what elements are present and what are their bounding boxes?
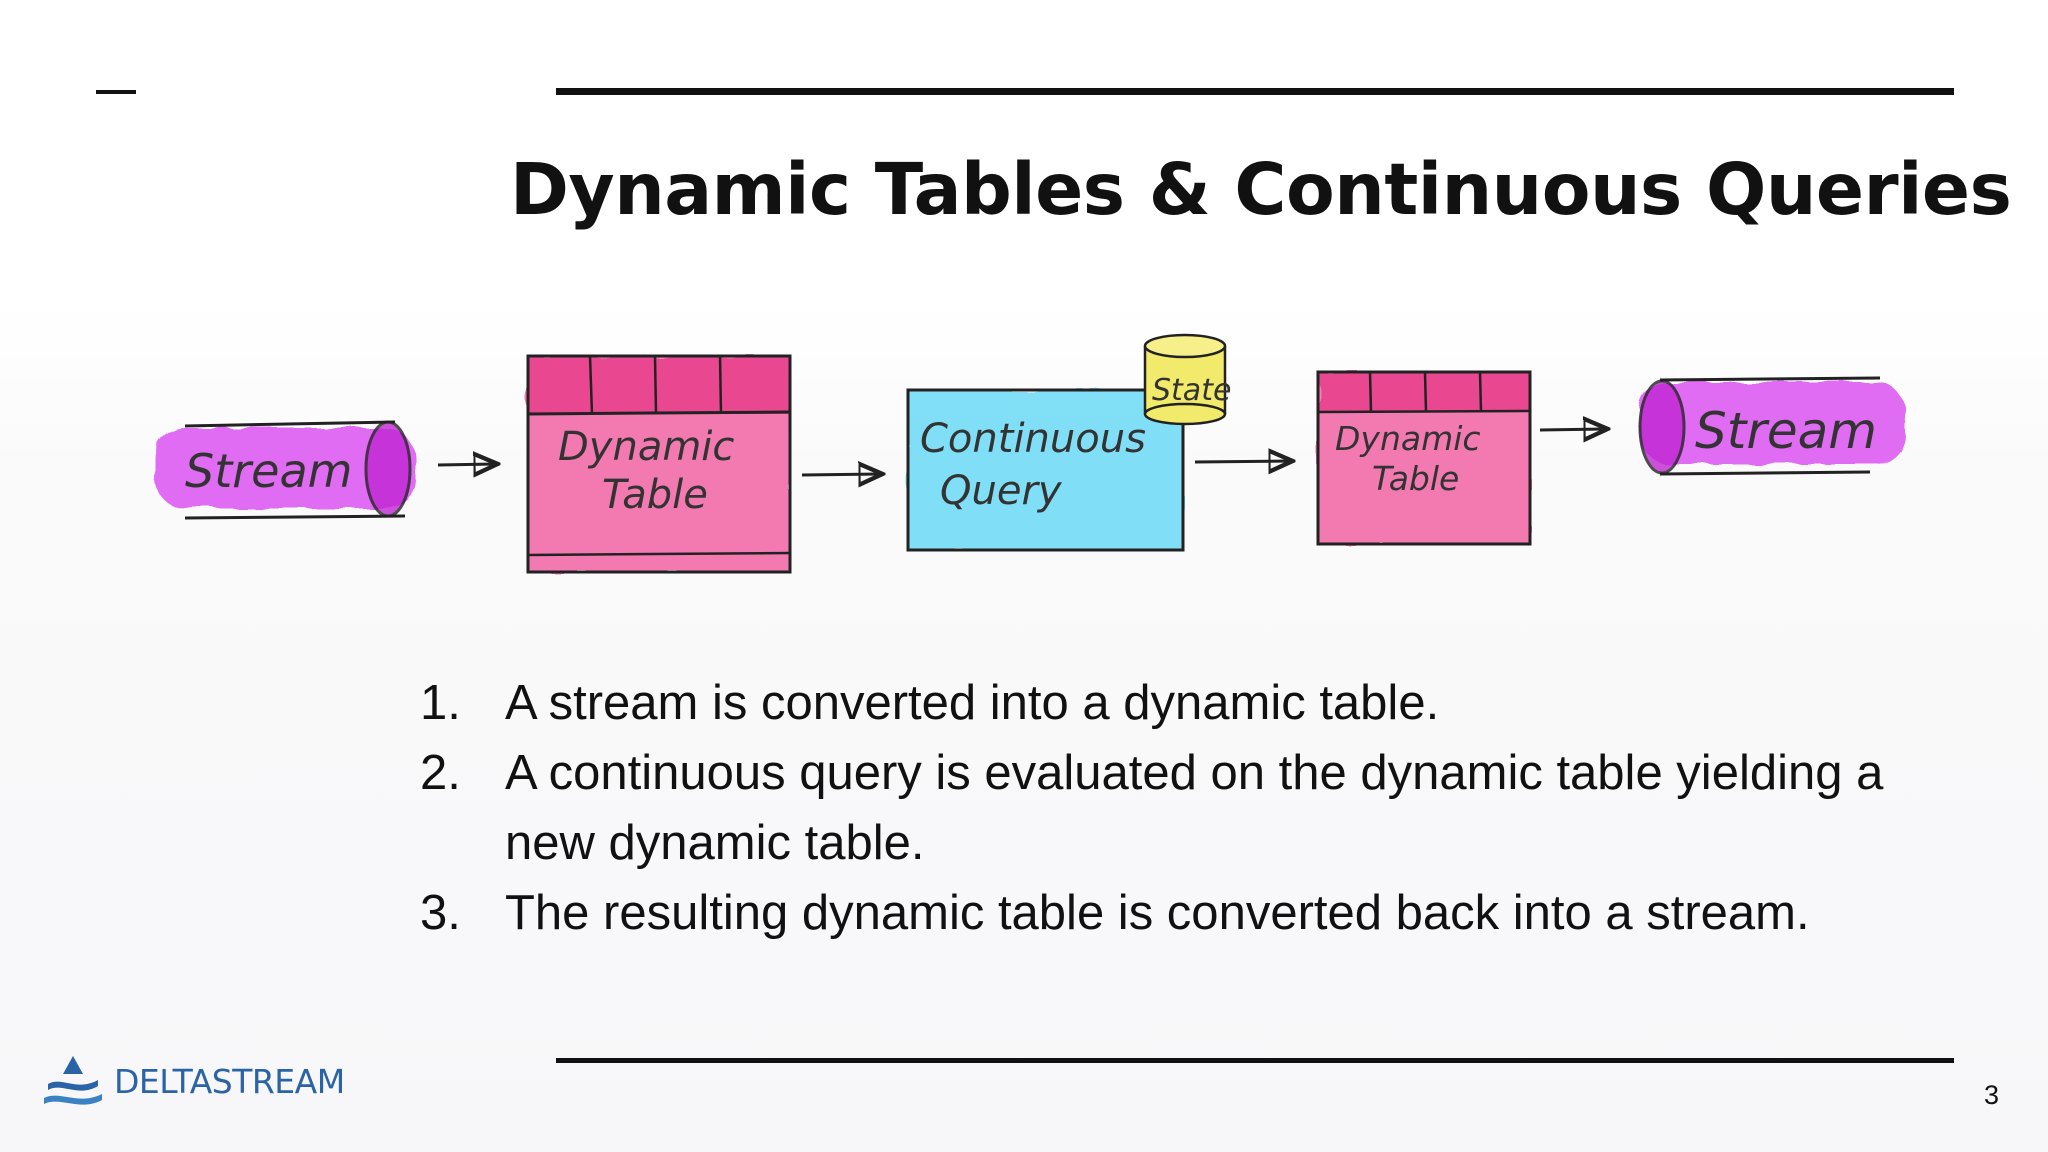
list-item: 2. A continuous query is evaluated on th… bbox=[420, 738, 1980, 878]
list-item-number: 1. bbox=[420, 676, 461, 730]
list-item: 1. A stream is converted into a dynamic … bbox=[420, 668, 1980, 738]
dynamic-table-output-label-1: Dynamic bbox=[1335, 419, 1481, 458]
arrow-3-icon bbox=[1194, 461, 1290, 462]
list-item-text: A stream is converted into a dynamic tab… bbox=[505, 676, 1440, 730]
arrow-2-icon bbox=[801, 474, 880, 475]
slide-title: Dynamic Tables & Continuous Queries bbox=[510, 148, 2012, 231]
stream-output-node: Stream bbox=[1638, 376, 1905, 476]
state-node: State bbox=[1143, 333, 1231, 426]
corner-dash bbox=[96, 90, 136, 94]
steps-list: 1. A stream is converted into a dynamic … bbox=[420, 668, 1980, 948]
dynamic-table-input-label-1: Dynamic bbox=[558, 424, 734, 470]
list-item-number: 3. bbox=[420, 886, 461, 940]
deltastream-logo: DELTASTREAM bbox=[42, 1052, 345, 1110]
state-label: State bbox=[1152, 373, 1231, 408]
dynamic-table-input-node: Dynamic Table bbox=[526, 354, 792, 574]
arrow-1-icon bbox=[437, 464, 495, 465]
dynamic-table-output-node: Dynamic Table bbox=[1316, 370, 1532, 546]
continuous-query-node: Continuous Query bbox=[906, 388, 1185, 552]
list-item-number: 2. bbox=[420, 746, 461, 800]
list-item-text: The resulting dynamic table is converted… bbox=[505, 886, 1810, 940]
deltastream-logo-icon bbox=[44, 1056, 102, 1105]
list-item: 3. The resulting dynamic table is conver… bbox=[420, 878, 1980, 948]
stream-input-label: Stream bbox=[185, 444, 352, 498]
dynamic-table-output-label-2: Table bbox=[1372, 459, 1459, 498]
stream-table-diagram: Stream Dynamic Table Continuous Query St… bbox=[155, 333, 1905, 574]
stream-input-node: Stream bbox=[155, 420, 415, 520]
stream-output-label: Stream bbox=[1695, 402, 1877, 460]
continuous-query-label-2: Query bbox=[940, 468, 1063, 514]
page-number: 3 bbox=[1984, 1080, 2000, 1110]
arrow-4-icon bbox=[1539, 429, 1605, 430]
logo-text: DELTASTREAM bbox=[114, 1061, 345, 1101]
dynamic-table-input-label-2: Table bbox=[602, 472, 708, 518]
bottom-rule bbox=[556, 1058, 1954, 1063]
continuous-query-label-1: Continuous bbox=[920, 416, 1146, 462]
list-item-text: A continuous query is evaluated on the d… bbox=[505, 746, 1884, 870]
top-rule bbox=[556, 88, 1954, 95]
